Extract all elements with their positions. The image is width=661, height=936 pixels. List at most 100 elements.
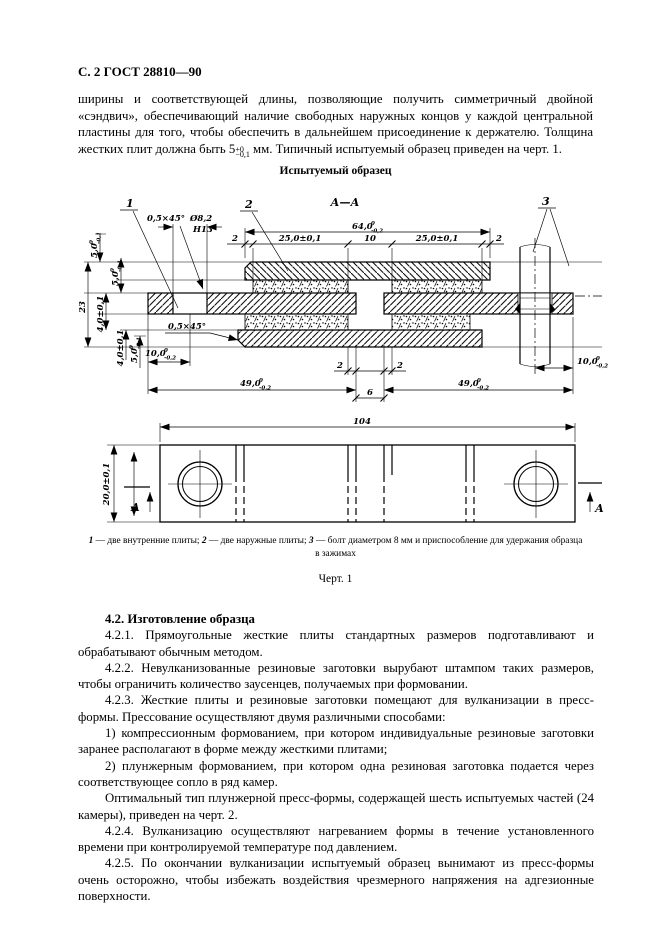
svg-text:2: 2: [244, 198, 253, 211]
svg-text:3: 3: [542, 195, 550, 208]
rubber-layer-bottom-right: [391, 313, 471, 331]
inner-plate-right: [383, 292, 574, 315]
svg-text:5,0: 5,0: [90, 243, 100, 258]
section-4-2: 4.2. Изготовление образца 4.2.1. Прямоуг…: [78, 611, 594, 904]
svg-text:64,0: 64,0: [352, 222, 373, 232]
svg-text:49,0: 49,0: [240, 379, 261, 389]
svg-text:-0,2: -0,2: [596, 364, 608, 370]
page-header: С. 2 ГОСТ 28810—90: [78, 64, 202, 79]
svg-text:2: 2: [495, 234, 502, 244]
svg-text:2: 2: [231, 234, 238, 244]
cross-section-view: А—А: [78, 195, 608, 402]
section-heading: 4.2. Изготовление образца: [105, 612, 255, 626]
paragraph-list-item-1: 1) компрессионным формованием, при котор…: [78, 726, 594, 757]
svg-text:23: 23: [78, 301, 88, 314]
bolt-hole-right: [504, 450, 568, 518]
paragraph-4-2-2: 4.2.2. Невулканизованные резиновые загот…: [78, 660, 594, 692]
figure-caption: 1 — две внутренние плиты; 2 — две наружн…: [78, 535, 593, 561]
svg-text:6: 6: [367, 388, 373, 398]
bolt-hole-left: [168, 450, 232, 518]
caption-line-2: в зажимах: [315, 549, 356, 559]
intro-text-1: ширины и соответствующей длины, позволяю…: [78, 92, 593, 156]
dim-64: 64,0 0 -0,2: [244, 221, 491, 258]
tolerance-value: 5+0−0,1: [228, 141, 250, 159]
svg-text:4,0±0,1: 4,0±0,1: [96, 296, 106, 333]
dim-gap-2-2-6: 2 2 6: [334, 345, 406, 402]
svg-text:1: 1: [126, 197, 134, 210]
callout-1: 1: [120, 197, 179, 309]
caption-line-1: 1 — две внутренние плиты; 2 — две наружн…: [88, 536, 583, 546]
dim-row-top: 2 25,0±0,1 10 25,0±0,1 2: [227, 234, 504, 293]
rubber-layer-top-left: [252, 279, 349, 294]
svg-text:Н13: Н13: [192, 225, 213, 235]
bolt: [519, 238, 551, 375]
svg-text:-0,1: -0,1: [97, 232, 103, 244]
dim-hole: Ø8,2 Н13: [158, 213, 222, 293]
paragraph-4-2-5: 4.2.5. По окончании вулканизации испытуе…: [78, 856, 594, 904]
svg-text:25,0±0,1: 25,0±0,1: [278, 234, 322, 244]
dim-20: 20,0±0,1: [102, 444, 160, 523]
plan-edge-lines: [235, 445, 475, 522]
tolerance-stack: +0−0,1: [235, 144, 250, 159]
intro-text-2: мм. Типичный испытуемый образец приведен…: [253, 141, 562, 156]
paragraph-4-2-4: 4.2.4. Вулканизацию осуществляют нагрева…: [78, 823, 594, 855]
svg-text:0: 0: [259, 378, 263, 384]
section-arrow-right: А: [578, 482, 604, 515]
svg-text:Ø8,2: Ø8,2: [189, 213, 212, 224]
svg-text:104: 104: [353, 417, 371, 427]
svg-text:20,0±0,1: 20,0±0,1: [102, 463, 112, 507]
svg-text:2: 2: [396, 361, 403, 371]
svg-text:2: 2: [336, 361, 343, 371]
inner-plate-left: [147, 292, 357, 315]
dim-left-stack: 23 5,0 0 -0,1 5,0 0 -0,1 4,0±0,1 4,0±0,1: [78, 232, 144, 368]
plan-view: 104 20,0±0,1 А А: [102, 417, 604, 523]
svg-text:0: 0: [129, 345, 135, 349]
paragraph-optimal: Оптимальный тип плунжерной пресс-формы, …: [78, 791, 594, 822]
svg-text:0: 0: [164, 348, 168, 354]
section-arrow-left: А: [124, 486, 154, 514]
svg-text:0: 0: [110, 268, 116, 272]
dim-49-right: 49,0 0 -0,2: [384, 317, 574, 394]
figure-title: Испытуемый образец: [279, 165, 392, 177]
svg-text:-0,2: -0,2: [477, 386, 489, 392]
dim-chamfer-bottom: 0,5×45°: [165, 322, 238, 340]
svg-text:10: 10: [364, 234, 376, 244]
svg-text:0,5×45°: 0,5×45°: [168, 322, 206, 332]
dim-10-right: 10,0 0 -0,2: [535, 356, 608, 372]
paragraph-list-item-2: 2) плунжерным формованием, при котором о…: [78, 758, 594, 789]
rubber-layer-top-right: [391, 279, 483, 294]
rubber-layer-bottom-left: [244, 313, 349, 331]
bottom-outer-plate: [237, 329, 483, 348]
svg-text:0: 0: [371, 221, 375, 227]
dim-10-left: 10,0 0 -0,2: [145, 314, 191, 366]
dim-chamfer-top: 0,5×45°: [147, 214, 204, 290]
paragraph-4-2-3: 4.2.3. Жесткие плиты и резиновые заготов…: [78, 693, 594, 724]
svg-text:-0,2: -0,2: [371, 229, 383, 235]
svg-text:-0,2: -0,2: [259, 386, 271, 392]
callout-3: 3: [532, 195, 570, 267]
dim-104: 104: [159, 417, 576, 442]
top-outer-plate: [244, 261, 491, 281]
svg-text:5,0: 5,0: [130, 348, 140, 363]
svg-text:25,0±0,1: 25,0±0,1: [415, 234, 459, 244]
svg-text:0: 0: [596, 356, 600, 362]
section-label: А—А: [330, 196, 360, 209]
svg-text:5,0: 5,0: [111, 271, 121, 286]
svg-text:-0,2: -0,2: [164, 356, 176, 362]
svg-text:А: А: [594, 502, 604, 515]
svg-text:0: 0: [477, 378, 481, 384]
svg-text:10,0: 10,0: [577, 357, 598, 367]
svg-text:0,5×45°: 0,5×45°: [147, 214, 185, 224]
bolt-hole-walls: [172, 293, 208, 314]
dim-49-left: 49,0 0 -0,2: [147, 345, 357, 402]
figure-number: Черт. 1: [318, 573, 353, 585]
svg-text:А: А: [130, 501, 140, 514]
plan-outline: [159, 444, 576, 523]
svg-text:10,0: 10,0: [145, 349, 166, 359]
svg-text:4,0±0,1: 4,0±0,1: [116, 330, 126, 367]
svg-text:-0,1: -0,1: [137, 337, 143, 349]
paragraph-4-2-1: 4.2.1. Прямоугольные жесткие плиты станд…: [78, 628, 594, 659]
svg-text:-0,1: -0,1: [118, 260, 124, 272]
